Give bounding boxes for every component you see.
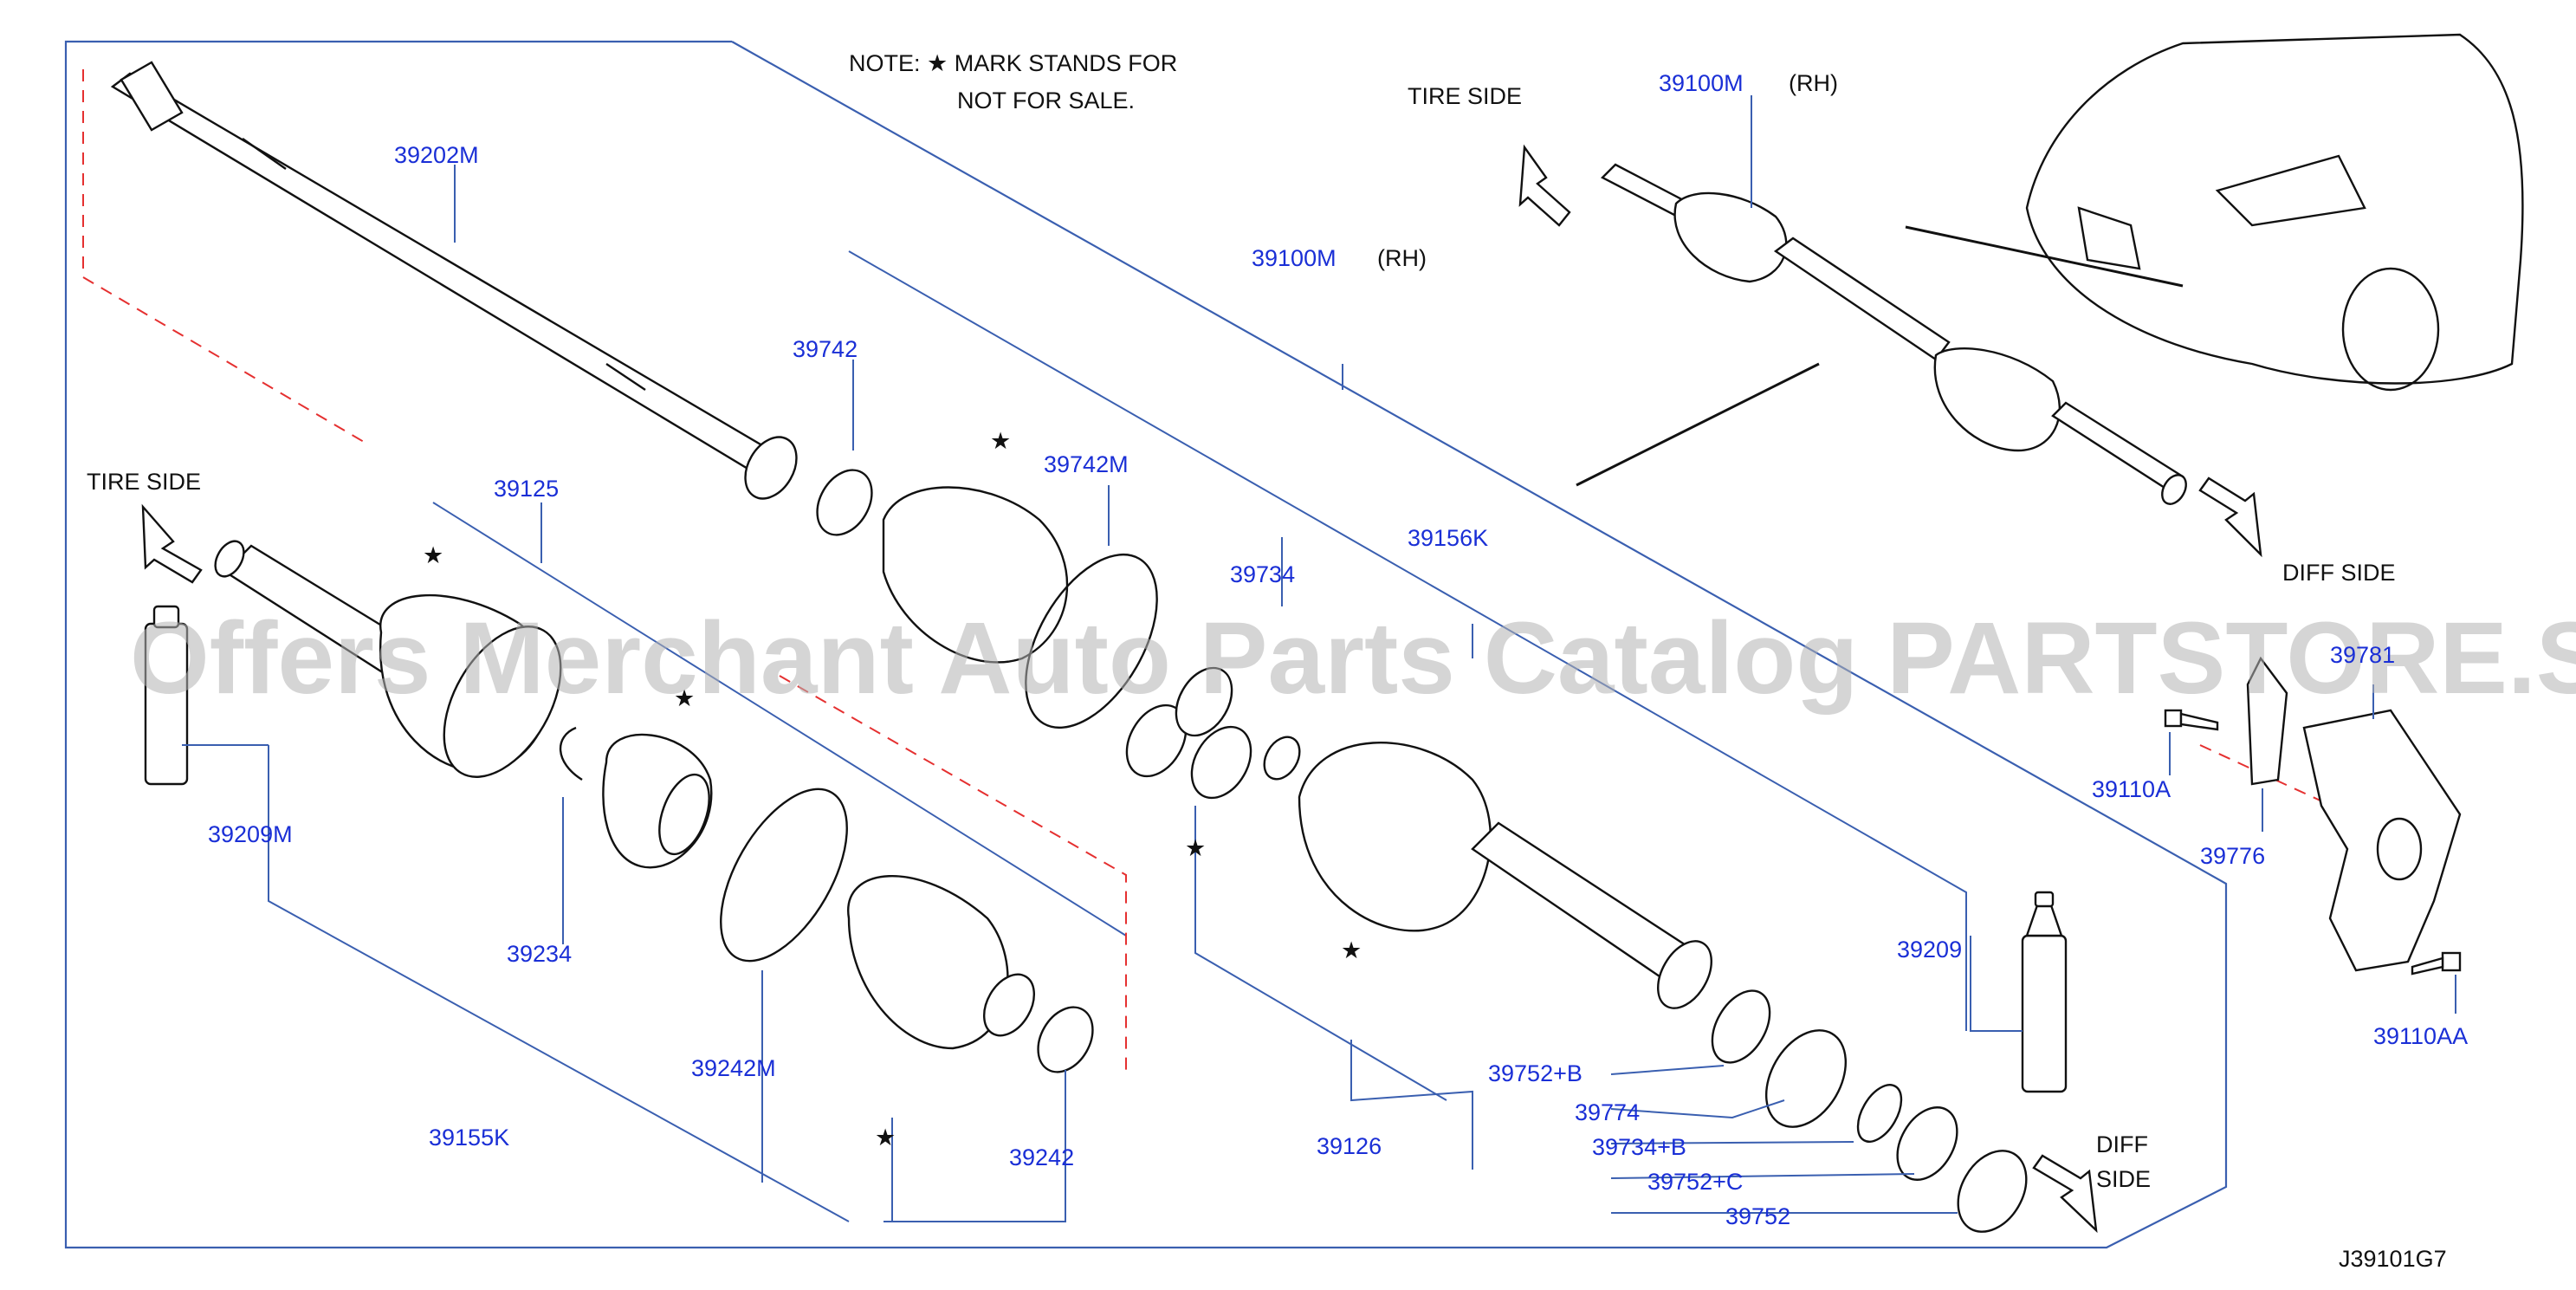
- part-number-39110AA[interactable]: 39110AA: [2373, 1023, 2468, 1049]
- outer-boot-kit-frame: [432, 502, 1127, 937]
- star-marker-1: ★: [990, 428, 1011, 454]
- assembly-frame: [64, 40, 2228, 1249]
- part-number-39752C[interactable]: 39752+C: [1647, 1169, 1743, 1195]
- diagram-code: J39101G7: [2339, 1246, 2447, 1272]
- snap-ring-39734: [1263, 736, 1301, 781]
- part-number-39774[interactable]: 39774: [1575, 1099, 1640, 1125]
- part-number-39734[interactable]: 39734: [1230, 561, 1295, 587]
- part-number-39734B[interactable]: 39734+B: [1592, 1134, 1686, 1160]
- inner-joint-housing-39126: [1298, 742, 1712, 1009]
- inner-boot: [882, 486, 1069, 664]
- phantom-line-shaft: [82, 69, 365, 443]
- tripod-joint: [1125, 666, 1252, 800]
- star-marker-6: ★: [875, 1125, 896, 1151]
- star-marker-5: ★: [1341, 937, 1362, 963]
- diff-side-arrow-bottom: [2032, 1154, 2098, 1234]
- bolt-39110AA: [2411, 951, 2462, 976]
- star-marker-4: ★: [1185, 835, 1206, 861]
- tire-side-arrow-left: [141, 503, 203, 584]
- part-number-39110A[interactable]: 39110A: [2092, 776, 2171, 802]
- diff-side-label-bottom-2: SIDE: [2096, 1166, 2151, 1192]
- bolt-39110A: [2164, 709, 2219, 731]
- diff-side-label-bottom-1: DIFF: [2096, 1131, 2148, 1157]
- seal-39752: [1957, 1150, 2028, 1233]
- part-number-39742M[interactable]: 39742M: [1044, 451, 1129, 477]
- boot-clamp-39242: [1037, 1006, 1094, 1073]
- rh-label-top: (RH): [1789, 70, 1838, 96]
- diff-side-arrow-top: [2198, 476, 2262, 558]
- snap-ring-39234: [559, 726, 583, 781]
- seal-39752B: [1711, 989, 1771, 1064]
- grease-tube-39209M: [144, 605, 189, 786]
- tire-side-arrow-top: [1518, 144, 1571, 227]
- part-number-39242[interactable]: 39242: [1009, 1144, 1074, 1170]
- part-number-39209[interactable]: 39209: [1897, 937, 1962, 963]
- drive-shaft-assembly-39100M: [1600, 163, 2187, 505]
- boot-clamp-39742: [816, 469, 873, 536]
- part-number-39781[interactable]: 39781: [2330, 642, 2395, 668]
- part-number-39752B[interactable]: 39752+B: [1488, 1060, 1582, 1086]
- knuckle-bracket: [2246, 656, 2462, 972]
- part-number-39100M[interactable]: 39100M: [1252, 245, 1337, 271]
- snap-ring-39734B: [1856, 1084, 1903, 1143]
- axle-shaft-39202M: [110, 61, 798, 500]
- note-line-1: NOTE: ★ MARK STANDS FOR: [849, 50, 1177, 76]
- seal-39752C: [1896, 1106, 1958, 1181]
- part-number-39752[interactable]: 39752: [1725, 1203, 1790, 1229]
- boot-band-39242M: [720, 788, 848, 963]
- part-number-39100M-top[interactable]: 39100M: [1659, 70, 1744, 96]
- star-marker-2: ★: [423, 542, 443, 568]
- vehicle-front-sketch: [2025, 33, 2524, 392]
- tire-side-label-left: TIRE SIDE: [87, 469, 201, 495]
- outer-cv-joint-39125: [214, 540, 562, 778]
- watermark: Offers Merchant Auto Parts Catalog PARTS…: [130, 601, 2576, 716]
- part-number-39202M[interactable]: 39202M: [394, 142, 479, 168]
- leader-lines: [182, 95, 2456, 1222]
- part-number-39126[interactable]: 39126: [1317, 1133, 1382, 1159]
- pointer-arrow-2: [1576, 362, 1820, 487]
- outer-boot: [847, 874, 1036, 1050]
- rh-label: (RH): [1377, 245, 1427, 271]
- ball-cage: [602, 733, 713, 869]
- note-line-2: NOT FOR SALE.: [957, 88, 1135, 113]
- part-number-39156K[interactable]: 39156K: [1408, 525, 1488, 551]
- phantom-line-outer-joint: [779, 675, 1127, 1074]
- diff-side-label-top: DIFF SIDE: [2282, 560, 2396, 586]
- inner-boot-kit-frame: [848, 250, 1967, 1031]
- part-number-39125[interactable]: 39125: [494, 476, 559, 502]
- bearing-39774: [1764, 1029, 1848, 1128]
- part-number-39742[interactable]: 39742: [793, 336, 858, 362]
- grease-bottle-39209: [2021, 891, 2068, 1093]
- part-number-39155K[interactable]: 39155K: [429, 1125, 509, 1151]
- part-number-39234[interactable]: 39234: [507, 941, 572, 967]
- part-number-39776[interactable]: 39776: [2200, 843, 2265, 869]
- star-marker-3: ★: [674, 685, 695, 711]
- part-number-39242M[interactable]: 39242M: [691, 1055, 776, 1081]
- boot-band-39742M: [1025, 553, 1158, 729]
- tire-side-label-top: TIRE SIDE: [1408, 83, 1522, 109]
- pointer-arrow-1: [1905, 225, 2184, 288]
- part-number-39209M[interactable]: 39209M: [208, 821, 293, 847]
